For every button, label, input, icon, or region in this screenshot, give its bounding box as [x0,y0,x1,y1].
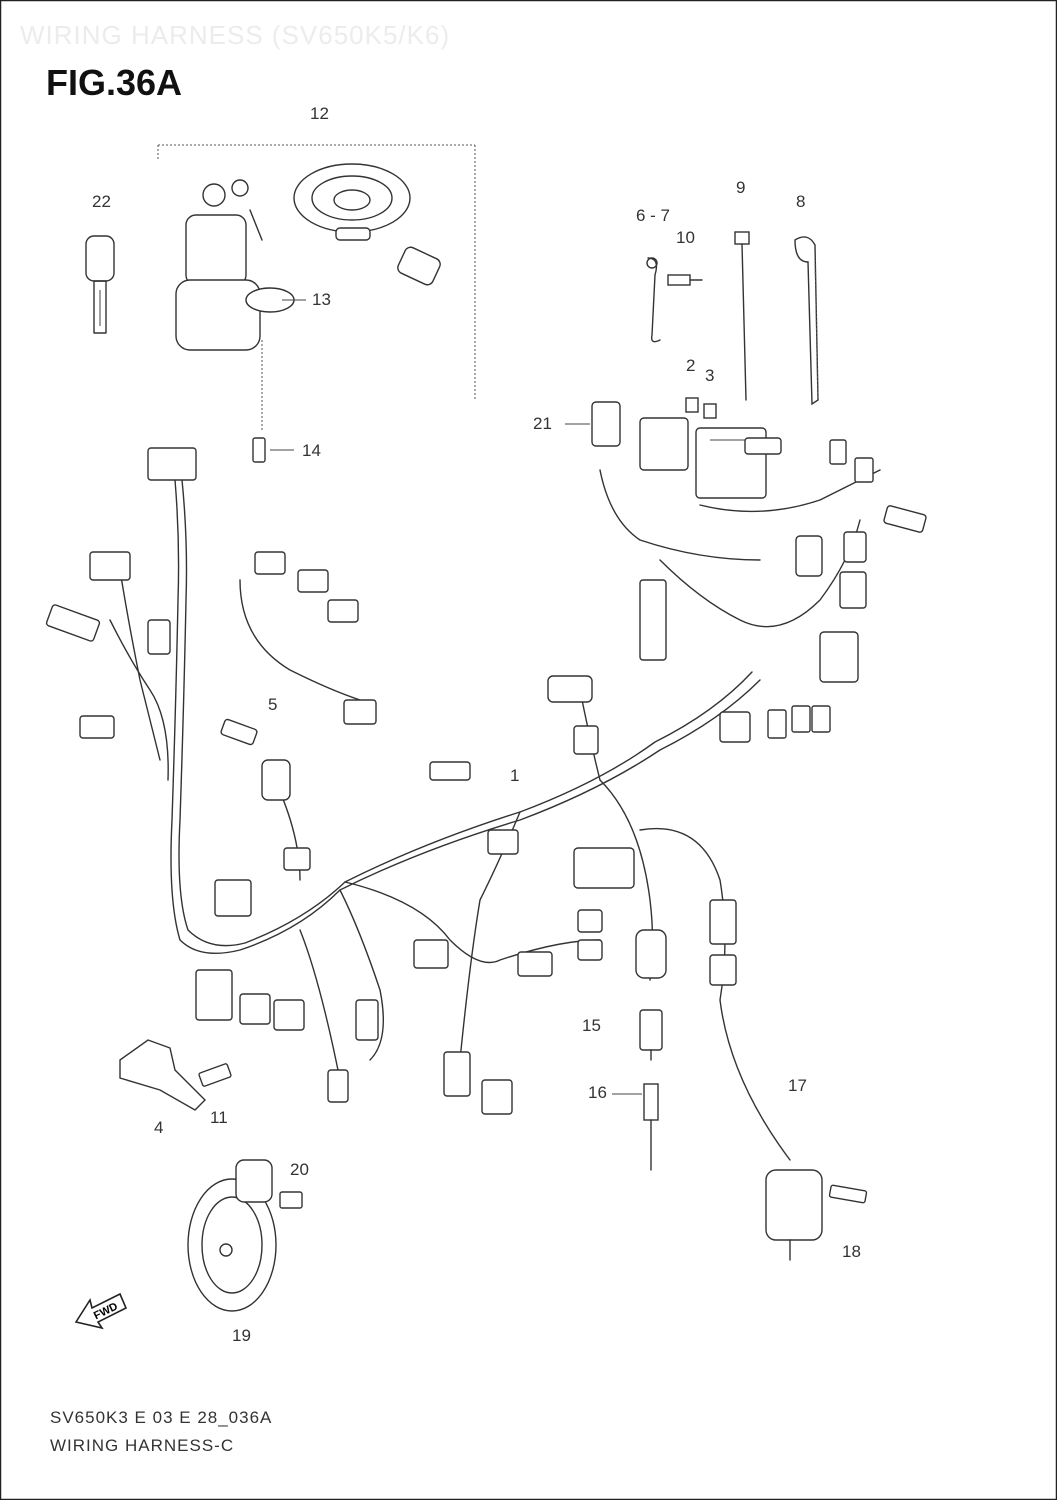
ignition-switch-part [175,179,306,430]
callout-10: 10 [676,228,695,247]
figure-title: FIG.36A [46,62,183,103]
footer-title: WIRING HARNESS-C [50,1436,235,1455]
forward-direction-arrow: FWD [74,1292,128,1330]
callout-3: 3 [705,366,715,385]
screw-14-part [252,437,294,463]
harness-connectors [45,437,927,1115]
callout-1: 1 [510,766,520,785]
page-watermark: WIRING HARNESS (SV650K5/K6) [20,20,451,50]
relay-and-connector-parts [565,397,767,499]
callout-9: 9 [736,178,746,197]
sensor-15-16-part [612,929,667,1171]
callout-6-7: 6 - 7 [636,206,671,225]
main-harness [109,469,881,1161]
callout-12: 12 [310,104,329,123]
callout-8: 8 [796,192,806,211]
callout-19: 19 [232,1326,251,1345]
callout-22: 22 [92,192,111,211]
callout-11: 11 [210,1108,228,1127]
callout-15: 15 [582,1016,601,1035]
callout-18: 18 [842,1242,861,1261]
side-stand-switch-part [765,1169,868,1261]
fuel-cap-part [293,163,441,286]
footer-code: SV650K3 E 03 E 28_036A [50,1408,273,1427]
callout-13: 13 [312,290,331,309]
fwd-label: FWD [92,1300,120,1322]
clamp-parts [646,231,819,406]
callout-4: 4 [154,1118,164,1137]
callout-21: 21 [533,414,552,433]
callout-17: 17 [788,1076,807,1095]
horn-part [187,1159,303,1312]
ignition-key-part [85,235,115,334]
callout-20: 20 [290,1160,309,1179]
ignition-set-bracket [157,144,476,400]
callout-5: 5 [268,695,278,714]
callout-16: 16 [588,1083,607,1102]
callout-14: 14 [302,441,321,460]
bracket-4-part [119,1039,232,1111]
callout-2: 2 [686,356,696,375]
